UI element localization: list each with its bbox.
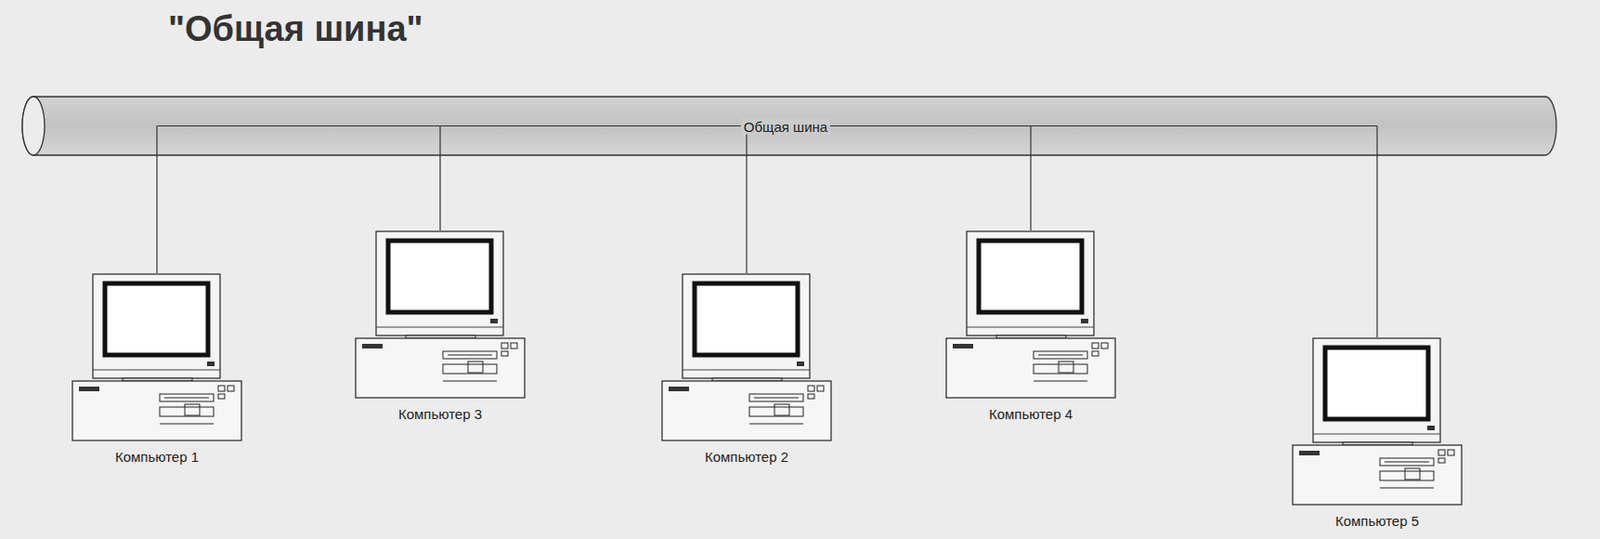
bus-node: Общая шина: [22, 96, 1557, 156]
computer-icon: [1291, 337, 1463, 506]
computer-node: Компьютер 1: [71, 273, 243, 465]
bus-drop-line: [439, 155, 441, 231]
bus-wire: [156, 126, 157, 157]
bus-drop-line: [1376, 155, 1378, 338]
computer-label: Компьютер 4: [945, 405, 1117, 422]
computer-node: Компьютер 2: [661, 273, 833, 465]
computer-icon: [71, 273, 243, 442]
computer-icon: [945, 230, 1117, 399]
bus-wire: [439, 126, 441, 157]
bus-drop-line: [1029, 155, 1031, 231]
bus-label: Общая шина: [741, 117, 831, 134]
bus-drop-line: [745, 155, 747, 274]
bus-wire: [1376, 126, 1378, 157]
computer-node: Компьютер 5: [1291, 337, 1463, 529]
computer-label: Компьютер 3: [354, 405, 526, 422]
computer-label: Компьютер 2: [661, 448, 833, 465]
diagram-title: "Общая шина": [168, 9, 424, 50]
computer-icon: [661, 273, 833, 442]
computer-label: Компьютер 5: [1291, 512, 1463, 529]
computer-label: Компьютер 1: [71, 448, 243, 465]
bus-wire: [1029, 126, 1031, 157]
bus-drop-line: [156, 155, 157, 274]
computer-node: Компьютер 3: [354, 230, 526, 422]
computer-icon: [354, 230, 526, 399]
computer-node: Компьютер 4: [945, 230, 1117, 422]
